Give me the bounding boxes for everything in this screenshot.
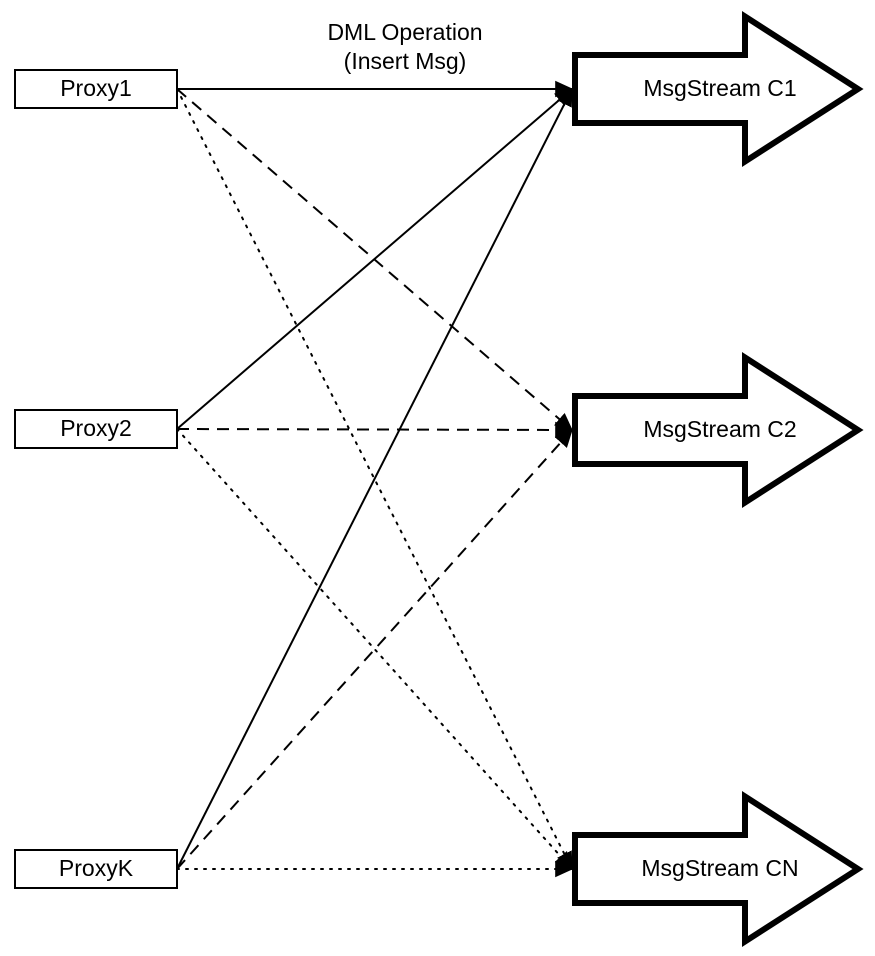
- msgstream-node-c2[interactable]: MsgStream C2: [572, 352, 864, 508]
- proxy-node-proxy1[interactable]: Proxy1: [14, 69, 178, 109]
- proxy-label-proxyK: ProxyK: [59, 855, 134, 881]
- link-proxy2-to-c1: [176, 88, 573, 430]
- msgstream-label-c1: MsgStream C1: [643, 75, 796, 101]
- link-proxy2-to-c2: [176, 421, 574, 439]
- proxy-node-proxyK[interactable]: ProxyK: [14, 849, 178, 889]
- proxy-box-proxy1: [14, 69, 178, 109]
- msgstream-arrow-shape-c1: [572, 11, 864, 167]
- link-proxyK-to-c1: [176, 87, 573, 870]
- dml-operation-caption-line2: (Insert Msg): [344, 48, 467, 74]
- msgstream-arrow-shape-cn: [572, 791, 864, 947]
- proxy-box-proxyK: [14, 849, 178, 889]
- msgstream-nodes-group: MsgStream C1 MsgStream C2 MsgStream CN: [572, 11, 864, 947]
- link-proxy2-to-cn: [176, 428, 573, 870]
- link-proxy1-to-cn: [176, 88, 573, 871]
- msgstream-node-cn[interactable]: MsgStream CN: [572, 791, 864, 947]
- proxy-label-proxy1: Proxy1: [60, 75, 132, 101]
- connection-links-group: [176, 80, 574, 878]
- proxy-label-proxy2: Proxy2: [60, 415, 132, 441]
- proxy-node-proxy2[interactable]: Proxy2: [14, 409, 178, 449]
- msgstream-label-c2: MsgStream C2: [643, 416, 796, 442]
- msgstream-arrow-shape-c2: [572, 352, 864, 508]
- dml-operation-caption-line1: DML Operation: [327, 19, 482, 45]
- proxy-box-proxy2: [14, 409, 178, 449]
- msgstream-label-cn: MsgStream CN: [641, 855, 798, 881]
- msgstream-node-c1[interactable]: MsgStream C1: [572, 11, 864, 167]
